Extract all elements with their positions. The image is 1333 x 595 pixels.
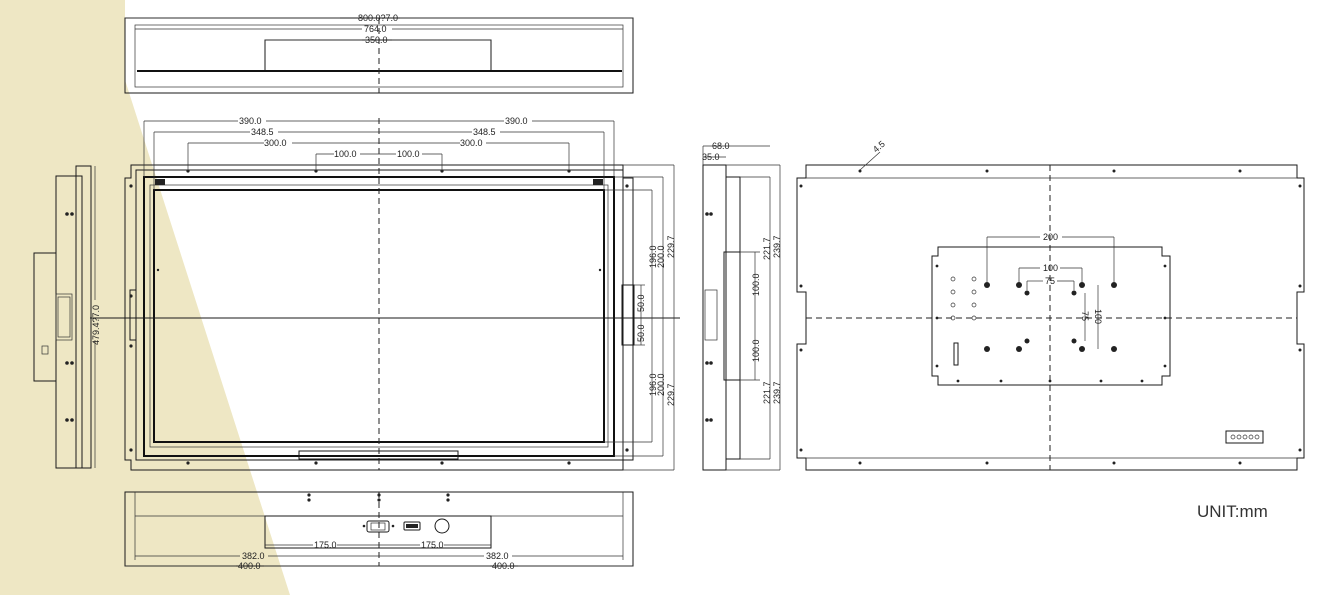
back-dim-75-h: 75 <box>1045 276 1055 286</box>
front-dim-196-top: 196.0 <box>648 245 658 268</box>
right-side-view: 68.0 35.0 100.0 100.0 221.7 239.7 221.7 … <box>702 141 782 471</box>
side-dim-35: 35.0 <box>702 152 720 162</box>
bottom-dim-175-left: 175.0 <box>314 540 337 550</box>
side-dim-221-top: 221.7 <box>762 237 772 260</box>
left-side-view: 479.4?7.0 <box>33 165 101 469</box>
bottom-dim-382-left: 382.0 <box>242 551 265 561</box>
front-dim-100-left: 100.0 <box>334 149 357 159</box>
side-dim-239-bottom: 239.7 <box>772 381 782 404</box>
bottom-dim-400-left: 400.0 <box>238 561 261 571</box>
front-dim-100-right: 100.0 <box>397 149 420 159</box>
front-dim-50-bottom: 50.0 <box>636 324 646 342</box>
front-dim-348-left: 348.5 <box>251 127 274 137</box>
unit-label: UNIT:mm <box>1197 502 1268 521</box>
front-dim-196-bottom: 196.0 <box>648 373 658 396</box>
front-dim-390-right: 390.0 <box>505 116 528 126</box>
front-dim-300-left: 300.0 <box>264 138 287 148</box>
front-dim-300-right: 300.0 <box>460 138 483 148</box>
back-dim-75-v: 75 <box>1080 311 1090 321</box>
side-dim-239-top: 239.7 <box>772 235 782 258</box>
front-dim-348-right: 348.5 <box>473 127 496 137</box>
front-dim-390-left: 390.0 <box>239 116 262 126</box>
front-dim-229-top: 229.7 <box>666 235 676 258</box>
side-dim-100-top: 100.0 <box>751 273 761 296</box>
side-dim-221-bottom: 221.7 <box>762 381 772 404</box>
bottom-view: 175.0 175.0 382.0 382.0 400.0 400.0 <box>124 491 634 571</box>
front-view: 390.0 390.0 348.5 348.5 300.0 300.0 100.… <box>90 116 680 471</box>
bottom-dim-400-right: 400.0 <box>492 561 515 571</box>
front-dim-200-top: 200.0 <box>656 245 666 268</box>
front-dim-229-bottom: 229.7 <box>666 383 676 406</box>
front-dim-200-bottom: 200.0 <box>656 373 666 396</box>
back-dim-100-h: 100 <box>1043 263 1058 273</box>
back-dim-100-v: 100 <box>1093 309 1103 324</box>
top-dim-inner: 764.0 <box>364 24 387 34</box>
top-view: 800.0?7.0 764.0 350.0 <box>124 13 634 94</box>
top-dim-width: 800.0?7.0 <box>358 13 398 23</box>
side-dim-100-bottom: 100.0 <box>751 339 761 362</box>
side-dim-68: 68.0 <box>712 141 730 151</box>
top-dim-bracket: 350.0 <box>365 35 388 45</box>
bottom-dim-382-right: 382.0 <box>486 551 509 561</box>
front-dim-50-top: 50.0 <box>636 294 646 312</box>
left-dim-height: 479.4?7.0 <box>91 305 101 345</box>
back-dim-200: 200 <box>1043 232 1058 242</box>
back-dim-4-5: 4.5 <box>871 139 887 155</box>
bottom-dim-175-right: 175.0 <box>421 540 444 550</box>
back-view: 4.5 200 100 75 75 100 <box>796 139 1305 471</box>
